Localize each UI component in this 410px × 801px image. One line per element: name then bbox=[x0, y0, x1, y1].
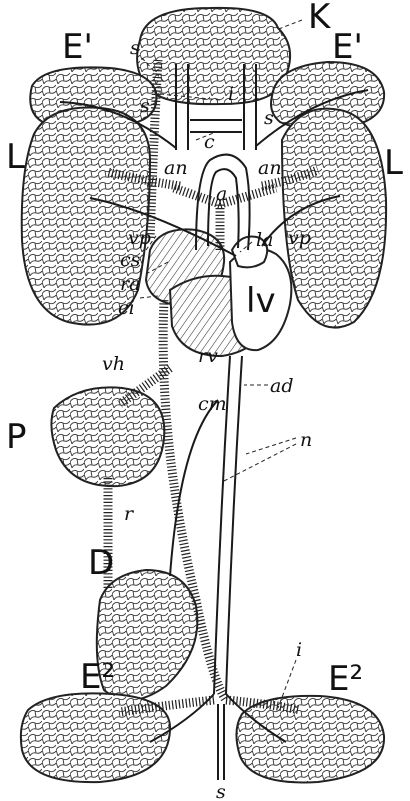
label-an-right: an bbox=[258, 157, 282, 179]
caudal-vessel bbox=[218, 704, 224, 780]
label-D: D bbox=[88, 543, 114, 583]
label-L-right: L bbox=[384, 143, 403, 183]
label-E2-left: E² bbox=[80, 657, 115, 697]
label-P: P bbox=[6, 417, 27, 457]
label-an-left: an bbox=[164, 157, 188, 179]
label-vp-right: vp bbox=[288, 227, 311, 249]
label-s-top: s bbox=[130, 37, 140, 59]
right-lung-capillary-network bbox=[282, 109, 386, 328]
label-cs: cs bbox=[120, 249, 141, 271]
label-c: c bbox=[204, 131, 215, 153]
label-K: K bbox=[308, 0, 332, 37]
carotid-connecting-vessel bbox=[190, 120, 242, 132]
label-s-right: s bbox=[264, 107, 274, 129]
mesenteric-artery bbox=[170, 400, 218, 576]
label-E1-right: E' bbox=[332, 27, 363, 67]
label-ad: ad bbox=[270, 375, 294, 397]
label-la: la bbox=[256, 229, 273, 251]
label-E1-left: E' bbox=[62, 27, 93, 67]
label-r: r bbox=[124, 503, 135, 525]
label-i-top: i bbox=[228, 83, 234, 105]
label-i-bottom: i bbox=[296, 639, 302, 661]
label-L-left: L bbox=[6, 137, 25, 177]
portal-capillary-network-liver bbox=[51, 387, 164, 486]
label-s-left: s bbox=[140, 95, 150, 117]
right-hindlimb-capillary-network bbox=[236, 696, 384, 783]
label-E2-right: E² bbox=[328, 659, 363, 699]
left-hindlimb-capillary-network bbox=[21, 693, 170, 782]
label-ra: ra bbox=[120, 273, 140, 295]
label-s-bottom: s bbox=[216, 781, 226, 801]
leader-n-upper bbox=[246, 438, 296, 454]
head-capillary-network bbox=[137, 8, 290, 104]
label-ci: ci bbox=[118, 297, 135, 319]
label-n: n bbox=[300, 429, 312, 451]
leader-K bbox=[276, 20, 302, 30]
label-lv: lv bbox=[246, 281, 276, 321]
label-vp-left: vp bbox=[128, 227, 151, 249]
label-a: a bbox=[216, 183, 227, 205]
label-cm: cm bbox=[198, 393, 227, 415]
label-rv: rv bbox=[198, 345, 218, 367]
label-vh: vh bbox=[102, 353, 125, 375]
